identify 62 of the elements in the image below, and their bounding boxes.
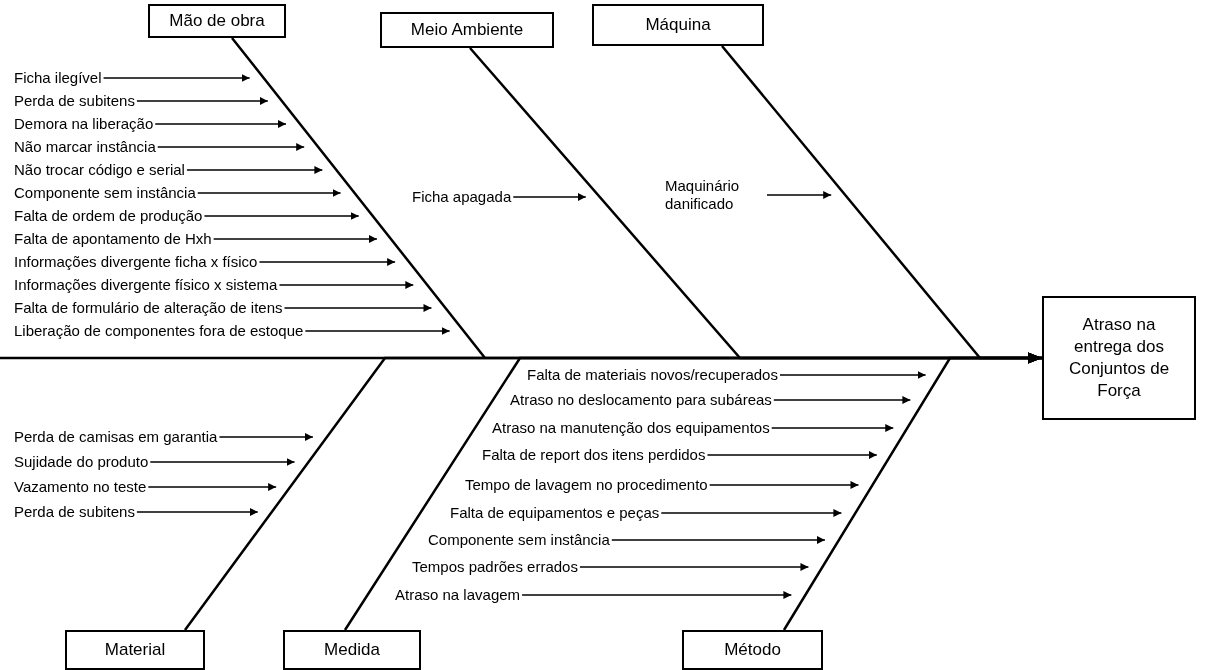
cause-label: Demora na liberação (14, 115, 154, 133)
arrow (154, 120, 287, 128)
arrow (706, 451, 878, 459)
category-box: Máquina (592, 4, 764, 46)
arrow (186, 166, 324, 174)
arrow (203, 212, 360, 220)
arrow (512, 193, 587, 201)
cause-label: Não trocar código e serial (14, 161, 185, 179)
cause-label: Maquinário danificado (665, 177, 765, 213)
arrow (136, 508, 259, 516)
category-box: Material (65, 630, 205, 670)
cause-label: Tempos padrões errados (412, 558, 578, 576)
cause-label: Ficha ilegível (14, 69, 102, 87)
cause-label: Vazamento no teste (14, 478, 147, 496)
effect-box: Atraso na entrega dos Conjuntos de Força (1042, 296, 1196, 420)
arrow (156, 143, 305, 151)
arrow (770, 424, 895, 432)
cause-label: Atraso no deslocamento para subáreas (510, 391, 772, 409)
cause-label: Perda de subitens (14, 503, 135, 521)
category-box: Meio Ambiente (380, 12, 554, 48)
arrow (766, 191, 832, 199)
arrow (304, 327, 451, 335)
arrow (283, 304, 433, 312)
arrow (147, 483, 277, 491)
arrow (779, 371, 927, 379)
cause-label: Ficha apagada (412, 188, 512, 206)
category-box: Método (682, 630, 823, 670)
cause-label: Componente sem instância (14, 184, 196, 202)
cause-label: Informações divergente ficha x físico (14, 253, 258, 271)
arrow (136, 97, 269, 105)
cause-label: Perda de subitens (14, 92, 135, 110)
arrow (660, 509, 843, 517)
cause-label: Não marcar instância (14, 138, 156, 156)
arrow (258, 258, 396, 266)
cause-label: Falta de formulário de alteração de itens (14, 299, 283, 317)
cause-label: Atraso na manutenção dos equipamentos (492, 419, 770, 437)
cause-label: Falta de ordem de produção (14, 207, 203, 225)
cause-label: Informações divergente físico x sistema (14, 276, 278, 294)
category-box: Medida (283, 630, 421, 670)
arrow (218, 433, 314, 441)
cause-label: Perda de camisas em garantia (14, 428, 218, 446)
cause-label: Falta de equipamentos e peças (450, 504, 660, 522)
category-box: Mão de obra (148, 4, 286, 38)
cause-label: Falta de materiais novos/recuperados (527, 366, 778, 384)
cause-label: Sujidade do produto (14, 453, 149, 471)
cause-label: Falta de report dos itens perdidos (482, 446, 706, 464)
arrow (149, 458, 296, 466)
cause-label: Componente sem instância (428, 531, 610, 549)
arrow (579, 563, 810, 571)
cause-label: Falta de apontamento de Hxh (14, 230, 212, 248)
arrow (521, 591, 793, 599)
cause-label: Liberação de componentes fora de estoque (14, 322, 304, 340)
cause-label: Tempo de lavagem no procedimento (465, 476, 708, 494)
arrow (278, 281, 415, 289)
cause-label: Atraso na lavagem (395, 586, 521, 604)
arrow (102, 74, 251, 82)
arrow (196, 189, 342, 197)
arrow (708, 481, 860, 489)
bone-arrow (782, 352, 1042, 631)
arrow (610, 536, 826, 544)
arrow (773, 396, 912, 404)
arrow (212, 235, 378, 243)
